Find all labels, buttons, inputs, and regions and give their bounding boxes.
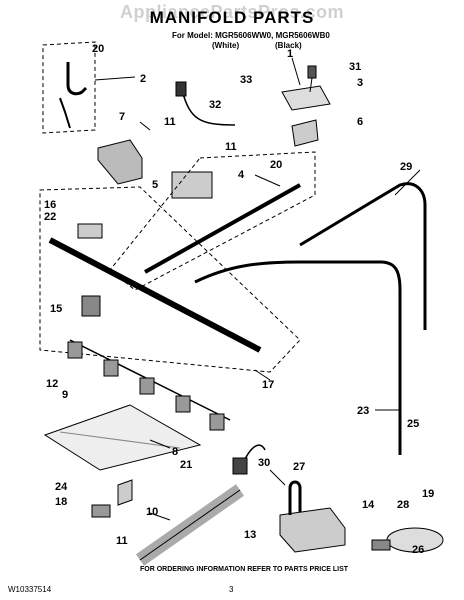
callout-11-c: 11: [116, 535, 128, 547]
callout-13: 13: [244, 529, 256, 541]
callout-7: 7: [119, 111, 125, 123]
part-4-tube: [144, 183, 301, 274]
part-12-valve-1: [67, 341, 83, 359]
callout-32: 32: [209, 99, 221, 111]
part-13-regulator: [279, 507, 346, 553]
callout-29: 29: [400, 161, 412, 173]
part-24-clip: [117, 479, 133, 506]
leader-4: [254, 174, 281, 187]
part-17-manifold-pipe: [48, 237, 262, 353]
callout-27: 27: [293, 461, 305, 473]
callout-20-right: 20: [270, 159, 282, 171]
callout-20-top-left: 20: [92, 43, 104, 55]
part-4-outline: [109, 151, 316, 291]
callout-31: 31: [349, 61, 361, 73]
part-27-elbow: [288, 480, 302, 515]
callout-22: 22: [44, 211, 56, 223]
callout-14: 14: [362, 499, 375, 511]
leader-8: [149, 439, 171, 449]
callout-1: 1: [287, 48, 293, 60]
callout-2: 2: [140, 73, 146, 85]
callout-18: 18: [55, 496, 67, 508]
page-number: 3: [229, 585, 234, 594]
part-7-bracket: [97, 139, 143, 185]
callout-15: 15: [50, 303, 62, 315]
callout-17: 17: [262, 379, 274, 391]
part-5-block: [171, 171, 213, 199]
watermark: AppliancePartsPros.com: [119, 2, 345, 22]
callout-30: 30: [258, 457, 270, 469]
part-12-valve-5: [209, 413, 225, 431]
callout-3: 3: [357, 77, 363, 89]
model-numbers: For Model: MGR5606WW0, MGR5606WB0: [172, 31, 330, 40]
part-21-switch: [232, 457, 248, 475]
leader-31: [309, 77, 313, 93]
part-18-pad: [91, 504, 111, 518]
part-32-wire: [181, 89, 236, 126]
part-8-shield: [43, 404, 202, 471]
callout-9: 9: [62, 389, 68, 401]
callout-25: 25: [407, 418, 419, 430]
callout-8: 8: [172, 446, 178, 458]
callout-21: 21: [180, 459, 192, 471]
part-10-burner-axis: [139, 489, 241, 561]
part-33-connector: [175, 81, 187, 97]
part-17-outline: [39, 186, 301, 373]
part-12-valve-3: [139, 377, 155, 395]
callout-6: 6: [357, 116, 363, 128]
leader-1: [291, 57, 301, 86]
callout-5: 5: [152, 179, 158, 191]
part-12-valve-4: [175, 395, 191, 413]
callout-33: 33: [240, 74, 252, 86]
part-26-fitting: [371, 539, 391, 551]
leader-29: [394, 169, 421, 196]
callout-24: 24: [55, 481, 68, 493]
part-2-tube: [66, 62, 88, 96]
leader-10: [149, 512, 171, 521]
document-number: W10337514: [8, 585, 52, 594]
part-23-tube: [194, 260, 402, 455]
part-29-tube: [299, 182, 427, 330]
leader-17: [254, 369, 271, 381]
leader-27: [269, 469, 286, 486]
part-12-valve-2: [103, 359, 119, 377]
callout-11-b: 11: [225, 141, 237, 153]
callout-11-a: 11: [164, 116, 176, 128]
callout-26: 26: [412, 544, 424, 556]
callout-19: 19: [422, 488, 434, 500]
part-3-bracket: [281, 85, 331, 111]
page-title: MANIFOLD PARTS: [149, 8, 315, 27]
part-2-outline: [42, 41, 96, 134]
callout-28: 28: [397, 499, 409, 511]
callout-10: 10: [146, 506, 158, 518]
ordering-info-footer: FOR ORDERING INFORMATION REFER TO PARTS …: [140, 566, 349, 573]
part-22-bracket: [77, 223, 103, 239]
part-31-screw: [307, 65, 317, 79]
part-15-valve: [81, 295, 101, 317]
part-6-bracket: [291, 119, 319, 147]
callout-16: 16: [44, 199, 56, 211]
part-2-tube-end: [59, 97, 71, 129]
leader-2: [94, 76, 136, 81]
leader-11a: [139, 121, 151, 131]
callout-12: 12: [46, 378, 58, 390]
variant-white: (White): [212, 41, 240, 50]
part-8-rib: [59, 431, 181, 449]
callout-4: 4: [238, 169, 245, 181]
variant-black: (Black): [275, 41, 302, 50]
callout-23: 23: [357, 405, 369, 417]
